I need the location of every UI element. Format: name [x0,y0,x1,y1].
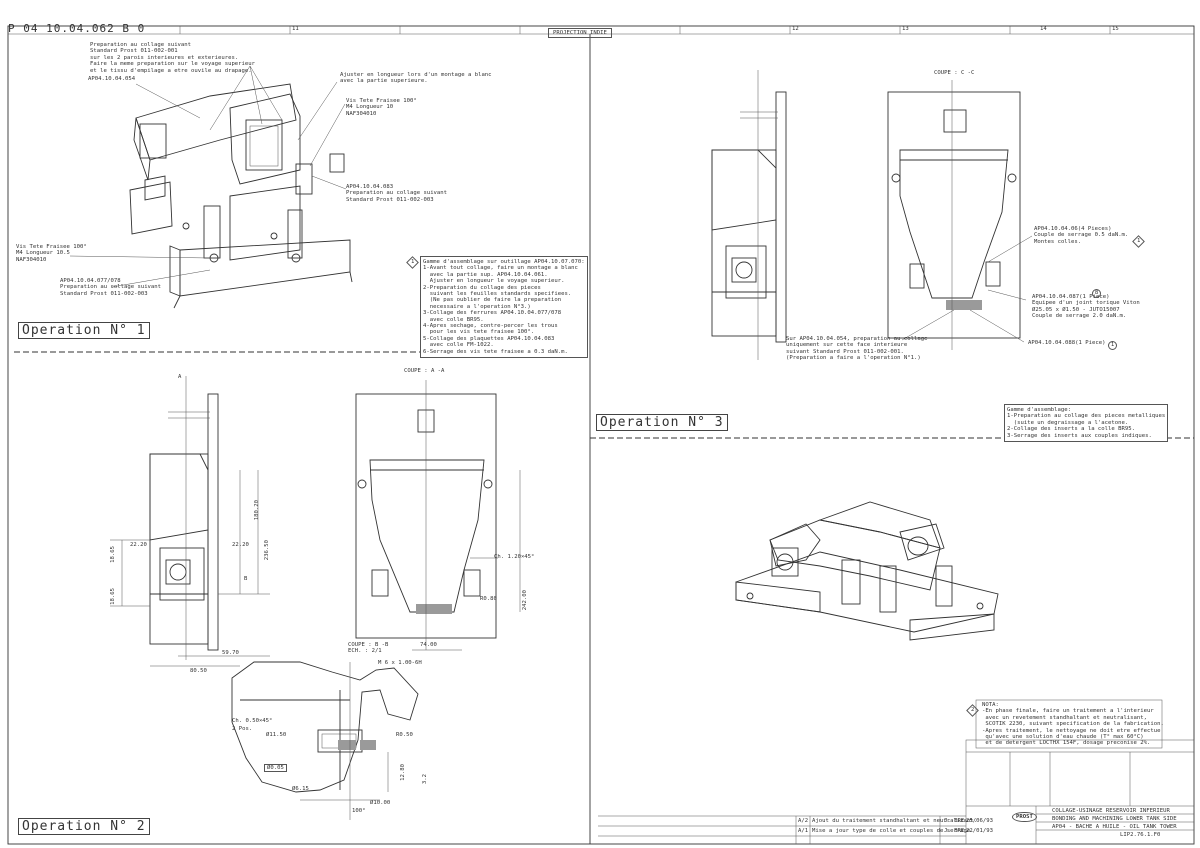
op2-section-aa-label: COUPE : A -A [404,368,445,374]
title-subtitle: AP04 - BACHE A HUILE - OIL TANK TOWER [1052,824,1177,830]
op2-dim-59-70: 59.70 [222,650,239,656]
ruler-number-5: 15 [1112,26,1119,32]
op2-dim-100deg: 100° [352,808,366,814]
op3-sur-054-callout: Sur AP04.10.04.054, preparation au colla… [786,336,928,362]
op2-dim-242-00: 242.00 [522,590,528,611]
op3-part-0614-callout: AP04.10.04.06(4 Pieces) Couple de serrag… [1034,226,1129,245]
op2-dim-22-20b: 22.20 [232,542,249,548]
projection-label: PROJECTION INDIE [548,28,612,39]
op2-dim-chamfer-0-50: Ch. 0.50×45° [232,718,273,724]
op2-dim-A: A [178,374,182,380]
op2-tolerance-frame: Ø0.05 [264,764,287,773]
op2-dim-chamfer-1-20: Ch. 1.20×45° [494,554,535,560]
rev-row-2-desc: Mise a jour type de colle et couples de … [812,828,974,834]
title-number: LIP2.76.1.F0 [1120,832,1161,838]
op1-vis-left-callout: Vis Tete Fraisee 100° M4 Longueur 10.5 N… [16,244,87,263]
op2-dim-d6-15: Ø6.15 [292,786,309,792]
op1-part-083-callout: AP04.10.04.083 Preparation au collage su… [346,184,448,203]
op1-gamme-box: Gamme d'assemblage sur outillage AP04.10… [420,256,588,359]
op2-section-bb-label: COUPE : B -B ECH. : 2/1 [348,642,389,655]
op2-dim-12-80: 12.80 [400,764,406,781]
section-hatch-cc [946,300,982,310]
rev-row-2-date: 22/01/93 [966,828,993,834]
title-en: BONDING AND MACHINING LOWER TANK SIDE [1052,816,1177,822]
op2-dim-18-65b: 18.65 [110,588,116,605]
section-hatch-bb-2 [360,740,376,750]
op3-section-cc-label: COUPE : C -C [934,70,975,76]
op2-dim-18-65a: 18.65 [110,546,116,563]
op2-dim-236-50: 236.50 [264,540,270,561]
op2-dim-d10-00: Ø10.00 [370,800,391,806]
section-hatch-aa [416,604,452,614]
op2-dim-2pos: 2 Pos. [232,726,253,732]
company-logo: PROST [1012,812,1037,823]
rev-row-2-rev: A/1 [798,828,809,834]
rev-row-2-by: J. BRE [944,828,965,834]
op3-marker-b: 1 [1108,341,1117,350]
op1-prep-top-callout: Preparation au collage suivant Standard … [90,42,256,74]
op1-adjust-callout: Ajuster en longueur lors d'un montage a … [340,72,492,85]
op3-part-087-callout: AP04.10.04.087(1 Piece) Equipee d'un joi… [1032,294,1140,320]
op2-dim-B: B [244,576,248,582]
op2-dim-d11-50: Ø11.50 [266,732,287,738]
op2-title: Operation N° 2 [18,818,150,835]
op2-dim-thread: M 6 x 1.00-6H [378,660,422,666]
op2-dim-180-20: 180.20 [254,500,260,521]
section-hatch-bb [338,740,356,750]
op2-dim-r0-80: R0.80 [480,596,497,602]
rev-row-1-by: J. BRE [944,818,965,824]
ruler-number-1: 11 [292,26,299,32]
title-fr: COLLAGE-USINAGE RESERVOIR INFERIEUR [1052,808,1170,814]
op2-dim-74-00: 74.00 [420,642,437,648]
drawing-number: P 04 10.04.062 B 0 [8,22,146,35]
op2-dim-22-20a: 22.20 [130,542,147,548]
op1-vis-top-callout: Vis Tete Fraisee 100° M4 Longueur 10 NAF… [346,98,417,117]
rev-row-1-desc: Ajout du traitement standhaltant et neut… [812,818,978,824]
op1-part-054: AP04.10.04.054 [88,76,136,82]
op3-part-088-callout: AP04.10.04.088(1 Piece) [1028,340,1106,346]
op3-title: Operation N° 3 [596,414,728,431]
op1-part-077-callout: AP04.10.04.077/078 Preparation au collag… [60,278,162,297]
rev-row-1-date: 25/06/93 [966,818,993,824]
ruler-number-4: 14 [1040,26,1047,32]
op2-dim-3-2: 3.2 [422,774,428,785]
rev-row-1-rev: A/2 [798,818,809,824]
op3-gamme-box: Gamme d'assemblage: 1-Preparation au col… [1004,404,1169,443]
op3-marker-8: 8 [1092,289,1101,298]
op2-dim-80-50: 80.50 [190,668,207,674]
final-note: NOTA: -En phase finale, faire un traitem… [982,702,1164,747]
op2-dim-r0-50: R0.50 [396,732,413,738]
ruler-number-2: 12 [792,26,799,32]
ruler-number-3: 13 [902,26,909,32]
op1-title: Operation N° 1 [18,322,150,339]
